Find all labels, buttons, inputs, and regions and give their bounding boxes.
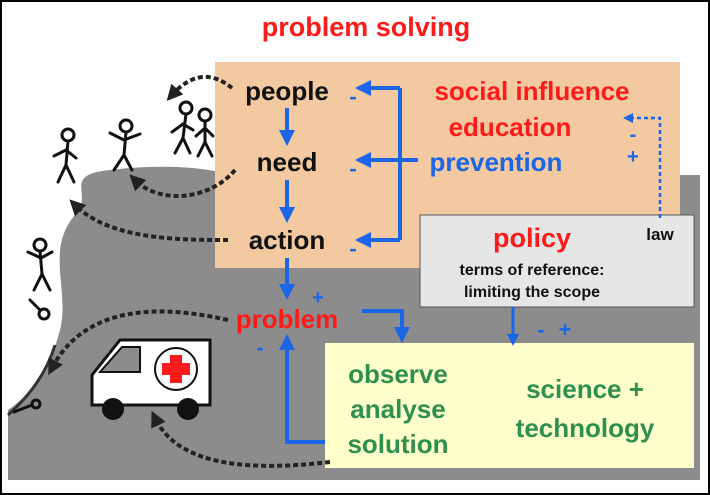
people-label: people — [245, 76, 329, 106]
stick-figure-fallen — [12, 398, 42, 414]
problem-to-fall-arrow — [48, 309, 229, 376]
policy-plus: + — [559, 317, 572, 342]
people-minus: - — [349, 84, 356, 109]
action-to-cliff-arrow — [69, 199, 229, 242]
stick-figures — [12, 100, 215, 414]
law-dashed-arrow — [623, 113, 662, 218]
action-minus: - — [349, 236, 356, 261]
stick-figure-falling-1 — [26, 237, 54, 292]
solution-label: solution — [347, 429, 448, 459]
title: problem solving — [262, 12, 471, 42]
policy-label: policy — [493, 223, 571, 253]
stick-figure-edge — [52, 127, 78, 184]
stick-figure-walking-3 — [108, 118, 142, 172]
ambulance-icon — [90, 338, 212, 420]
social-influence-label: social influence — [434, 76, 629, 106]
observe-label: observe — [348, 359, 448, 389]
problem-minus: - — [256, 335, 263, 360]
policy-line-1: terms of reference: — [460, 262, 605, 279]
law-label: law — [646, 225, 674, 244]
solution-box — [325, 343, 694, 468]
policy-minus: - — [537, 317, 544, 342]
education-label: education — [449, 112, 572, 142]
education-minus: - — [630, 124, 637, 146]
policy-box — [419, 214, 695, 308]
science-label: science + — [526, 374, 644, 404]
stick-figure-falling-2 — [28, 298, 51, 321]
need-minus: - — [349, 156, 356, 181]
action-label: action — [249, 225, 326, 255]
problem-plus: + — [312, 287, 324, 309]
need-label: need — [257, 147, 318, 177]
stick-figure-walking-2 — [194, 107, 215, 158]
problem-label: problem — [236, 304, 339, 334]
technology-label: technology — [516, 413, 655, 443]
problem-to-solution-arrow — [362, 309, 410, 343]
stick-figure-walking-1 — [170, 100, 195, 155]
need-to-cliff-arrow — [129, 168, 237, 198]
analyse-label: analyse — [350, 394, 445, 424]
people-to-cliff-arrow — [166, 74, 234, 101]
cliff-edge — [7, 344, 57, 417]
solution-to-ambulance-arrow — [151, 410, 331, 468]
education-plus: + — [627, 146, 639, 168]
policy-line-2: limiting the scope — [464, 284, 600, 301]
solution-to-problem-arrow — [279, 334, 325, 444]
prevention-label: prevention — [430, 147, 563, 177]
